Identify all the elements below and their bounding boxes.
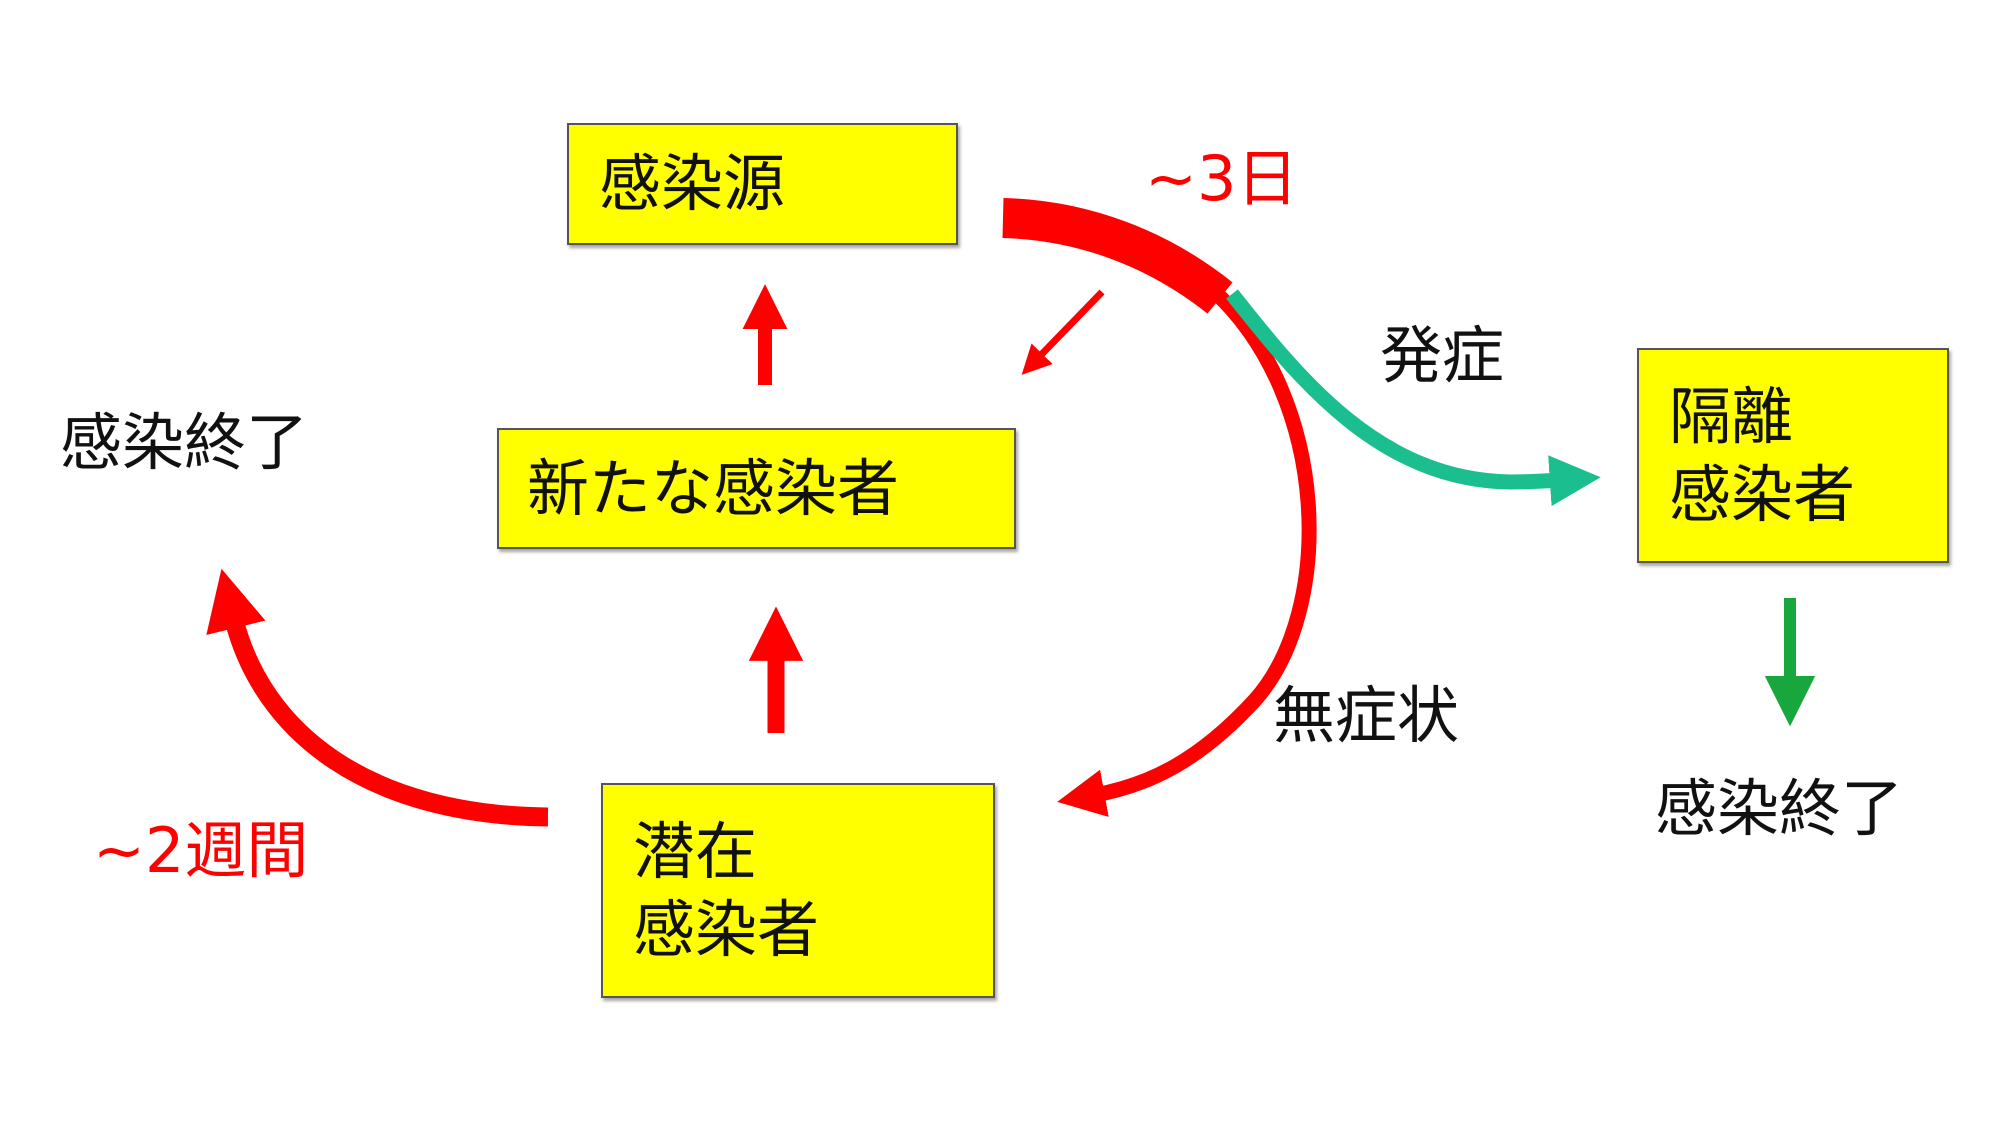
arrow-onset-arc	[1226, 289, 1601, 507]
node-latent-infected-line1: 潜在	[633, 815, 758, 888]
arrow-source-to-new	[1021, 289, 1105, 375]
node-new-infected: 新たな感染者	[497, 428, 1016, 549]
node-isolated-infected: 隔離 感染者	[1637, 348, 1949, 563]
node-isolated-infected-line1: 隔離	[1669, 380, 1794, 453]
arrow-latent-to-end-arc	[206, 568, 549, 827]
label-three-days: ~3日	[1145, 142, 1299, 215]
arrow-asymptomatic-arc	[1057, 286, 1317, 817]
node-new-infected-label: 新たな感染者	[527, 451, 900, 525]
node-latent-infected-line2: 感染者	[633, 892, 820, 966]
node-infection-source-label: 感染源	[599, 147, 786, 221]
arrow-source-thick-arc	[1002, 198, 1233, 314]
label-infection-end-right: 感染終了	[1655, 772, 1904, 845]
label-onset: 発症	[1380, 319, 1505, 392]
label-infection-end-left: 感染終了	[60, 406, 309, 479]
node-infection-source: 感染源	[567, 123, 958, 245]
node-isolated-infected-line2: 感染者	[1669, 457, 1856, 531]
label-two-weeks: ~2週間	[93, 814, 309, 887]
node-latent-infected: 潜在 感染者	[601, 783, 995, 998]
label-asymptomatic: 無症状	[1273, 679, 1460, 752]
